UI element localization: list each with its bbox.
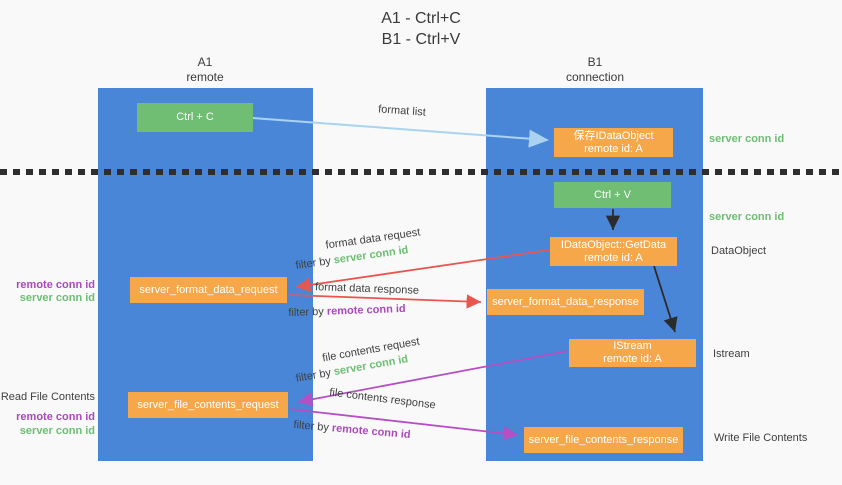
- label-server-conn-id-left-2: server conn id: [19, 425, 95, 437]
- diagram-title: A1 - Ctrl+C B1 - Ctrl+V: [321, 8, 521, 50]
- node-ctrl-v-label: Ctrl + V: [594, 188, 631, 201]
- label-istream: Istream: [713, 348, 750, 360]
- node-idataobject-getdata: IDataObject::GetData remote id: A: [550, 237, 677, 266]
- label-server-conn-id-left-1: server conn id: [19, 292, 95, 304]
- column-header-a1: A1 remote: [145, 55, 265, 85]
- column-a1-role: remote: [186, 70, 224, 84]
- label-file-contents-response: file contents response: [328, 386, 437, 412]
- label-format-data-response: format data response: [314, 281, 420, 297]
- node-save-idataobject-line1: 保存IDataObject: [573, 129, 654, 142]
- node-getdata-line2: remote id: A: [584, 251, 643, 264]
- title-line-1: A1 - Ctrl+C: [381, 10, 461, 27]
- node-server-format-data-response: server_format_data_response: [487, 289, 644, 315]
- node-istream-line1: IStream: [613, 340, 652, 352]
- node-save-idataobject: 保存IDataObject remote id: A: [554, 128, 673, 157]
- label-read-file-contents: Read File Contents: [0, 391, 95, 403]
- node-save-idataobject-line2: remote id: A: [584, 142, 643, 155]
- label-server-conn-id-right-mid: server conn id: [709, 211, 785, 223]
- node-getdata-line1: IDataObject::GetData: [560, 238, 667, 251]
- title-line-2: B1 - Ctrl+V: [381, 31, 461, 48]
- arrow-format-data-response: [288, 294, 482, 309]
- node-ctrl-c: Ctrl + C: [137, 103, 253, 132]
- node-server-file-contents-request: server_file_contents_request: [128, 392, 288, 418]
- label-remote-conn-id-left-1: remote conn id: [16, 279, 95, 291]
- node-istream-line2: remote id: A: [603, 353, 662, 365]
- node-server-format-data-request-label: server_format_data_request: [139, 283, 278, 296]
- remote-conn-id-text: remote conn id: [331, 422, 411, 442]
- node-istream: IStream remote id: A: [569, 339, 696, 367]
- column-b1-name: B1: [587, 55, 603, 69]
- node-server-format-data-request: server_format_data_request: [130, 277, 287, 303]
- column-b1-role: connection: [565, 70, 625, 84]
- label-dataobject: DataObject: [711, 245, 767, 257]
- label-remote-conn-id-left-2: remote conn id: [16, 411, 95, 423]
- node-server-file-contents-response-label: server_file_contents_response: [528, 433, 679, 446]
- node-server-file-contents-request-label: server_file_contents_request: [137, 398, 279, 411]
- session-separator-dotted-line: [0, 169, 842, 175]
- label-write-file-contents: Write File Contents: [714, 432, 808, 444]
- remote-conn-id-text: remote conn id: [326, 302, 406, 318]
- node-ctrl-c-label: Ctrl + C: [176, 111, 214, 123]
- label-server-conn-id-right-top: server conn id: [709, 133, 785, 145]
- filter-by-text: filter by: [288, 305, 325, 320]
- column-a1-name: A1: [197, 55, 213, 69]
- label-format-list: format list: [377, 103, 427, 119]
- node-server-format-data-response-label: server_format_data_response: [492, 295, 639, 308]
- node-ctrl-v: Ctrl + V: [554, 182, 671, 208]
- column-header-b1: B1 connection: [535, 55, 655, 85]
- node-server-file-contents-response: server_file_contents_response: [524, 427, 683, 453]
